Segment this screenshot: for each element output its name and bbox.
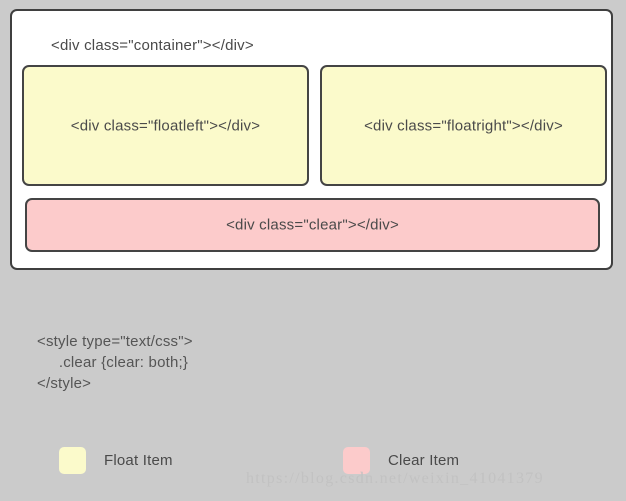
style-code-snippet: <style type="text/css"> .clear {clear: b… [37, 333, 193, 392]
legend-item-float: Float Item [59, 447, 173, 474]
legend-item-clear: Clear Item [343, 447, 459, 474]
floatleft-box: <div class="floatleft"></div> [22, 65, 309, 186]
floatleft-box-label: <div class="floatleft"></div> [70, 117, 261, 134]
clear-box: <div class="clear"></div> [25, 198, 600, 252]
legend-label-float: Float Item [104, 452, 173, 469]
container-box: <div class="container"></div> <div class… [10, 9, 613, 270]
legend-swatch-clear-icon [343, 447, 370, 474]
floatright-box: <div class="floatright"></div> [320, 65, 607, 186]
legend-label-clear: Clear Item [388, 452, 460, 469]
legend: Float Item Clear Item [0, 447, 626, 479]
legend-swatch-float-icon [59, 447, 86, 474]
clear-box-label: <div class="clear"></div> [226, 216, 399, 234]
container-box-label: <div class="container"></div> [51, 37, 254, 54]
floatright-box-label: <div class="floatright"></div> [364, 117, 563, 134]
